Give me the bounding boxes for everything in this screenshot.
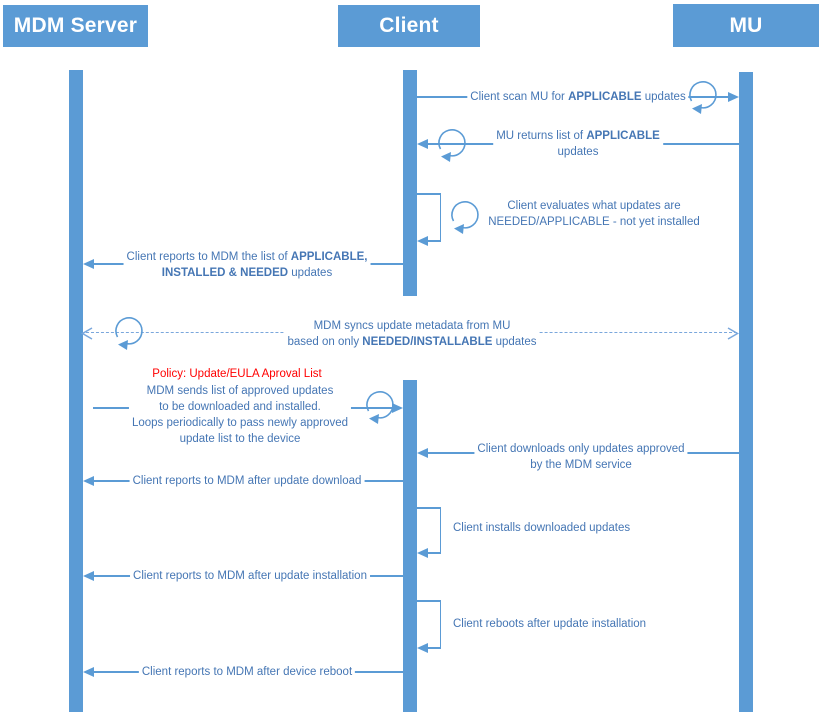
text-line: by the MDM service xyxy=(530,459,632,471)
arrowhead-policy xyxy=(392,403,403,413)
lifeline-mu xyxy=(739,72,753,712)
actor-client-label: Client xyxy=(379,14,439,37)
policy-title: Policy: Update/EULA Aproval List xyxy=(149,366,325,382)
loop-icon-returns xyxy=(438,129,466,162)
selfloop-side-reboot xyxy=(439,600,441,647)
text-run: APPLICABLE xyxy=(568,91,642,103)
text-line: updates xyxy=(557,146,599,158)
actor-mdm-server: MDM Server xyxy=(3,5,148,47)
arrowhead-reboot xyxy=(417,643,428,653)
arrowhead-report-download xyxy=(83,476,94,486)
arrowhead-returns xyxy=(417,139,428,149)
arrowhead-evaluate xyxy=(417,236,428,246)
selfloop-top-reboot xyxy=(417,600,441,602)
selfloop-top-evaluate xyxy=(417,193,441,195)
selfloop-bottom-evaluate xyxy=(427,240,441,242)
text-run: Client reports to MDM the list of xyxy=(126,251,291,263)
message-label-policy: MDM sends list of approved updates to be… xyxy=(128,383,352,447)
text-run: APPLICABLE, xyxy=(290,251,368,263)
message-label-sync: MDM syncs update metadata from MU based … xyxy=(284,318,540,350)
actor-client: Client xyxy=(338,5,480,47)
text-run: MU returns list of xyxy=(496,130,587,142)
text-line: Loops periodically to pass newly approve… xyxy=(131,417,349,429)
message-label-reboot: Client reboots after update installation xyxy=(450,616,650,632)
text-run: APPLICABLE xyxy=(586,130,660,142)
arrowhead-report-reboot xyxy=(83,667,94,677)
message-label-download: Client downloads only updates approved b… xyxy=(474,441,688,473)
selfloop-bottom-install xyxy=(427,552,441,554)
text-line: INSTALLED & NEEDED updates xyxy=(127,265,368,281)
text-line: Client downloads only updates approved xyxy=(477,443,685,455)
message-label-returns: MU returns list of APPLICABLE updates xyxy=(493,128,663,160)
loop-icon-sync xyxy=(115,317,143,350)
actor-mu-label: MU xyxy=(729,13,763,37)
text-run: NEEDED/INSTALLABLE xyxy=(362,336,493,348)
message-label-scan: Client scan MU for APPLICABLE updates xyxy=(467,89,689,105)
arrowhead-sync-right xyxy=(727,327,739,340)
arrowhead-install xyxy=(417,548,428,558)
loop-icon-scan xyxy=(689,81,717,114)
message-label-report-reboot: Client reports to MDM after device reboo… xyxy=(138,664,356,680)
arrowhead-download xyxy=(417,448,428,458)
message-label-report-install: Client reports to MDM after update insta… xyxy=(130,568,370,584)
actor-mu: MU xyxy=(673,4,819,47)
selfloop-side-install xyxy=(439,507,441,552)
text-line: NEEDED/APPLICABLE - not yet installed xyxy=(488,216,700,228)
selfloop-side-evaluate xyxy=(439,193,441,240)
message-label-install: Client installs downloaded updates xyxy=(450,520,634,536)
message-label-evaluate: Client evaluates what updates are NEEDED… xyxy=(485,198,703,230)
arrowhead-report-list xyxy=(83,259,94,269)
text-line: based on only NEEDED/INSTALLABLE updates xyxy=(287,334,536,350)
text-line: update list to the device xyxy=(179,433,301,445)
loop-icon-policy xyxy=(366,391,394,424)
text-line: Client reports to MDM the list of APPLIC… xyxy=(127,249,368,265)
lifeline-mdm-server xyxy=(69,70,83,712)
text-run: updates xyxy=(492,336,537,348)
lifeline-client-upper xyxy=(403,70,417,296)
text-run: based on only xyxy=(287,336,363,348)
selfloop-bottom-reboot xyxy=(427,647,441,649)
text-line: MDM sends list of approved updates xyxy=(146,385,334,397)
selfloop-top-install xyxy=(417,507,441,509)
message-label-report-download: Client reports to MDM after update downl… xyxy=(129,473,365,489)
loop-icon-evaluate xyxy=(451,201,479,234)
text-run: INSTALLED & NEEDED xyxy=(161,267,289,279)
text-run: Client scan MU for xyxy=(470,91,569,103)
actor-mdm-server-label: MDM Server xyxy=(13,14,138,37)
text-run: updates xyxy=(288,267,333,279)
text-run: updates xyxy=(641,91,686,103)
text-line: to be downloaded and installed. xyxy=(159,401,321,413)
arrowhead-sync-left xyxy=(81,327,93,340)
message-label-report-list: Client reports to MDM the list of APPLIC… xyxy=(123,249,371,281)
text-line: MDM syncs update metadata from MU xyxy=(313,320,511,332)
arrowhead-scan xyxy=(728,92,739,102)
text-line: Client evaluates what updates are xyxy=(507,200,681,212)
lifeline-client-lower xyxy=(403,380,417,712)
text-line: MU returns list of APPLICABLE xyxy=(496,128,660,144)
arrowhead-report-install xyxy=(83,571,94,581)
